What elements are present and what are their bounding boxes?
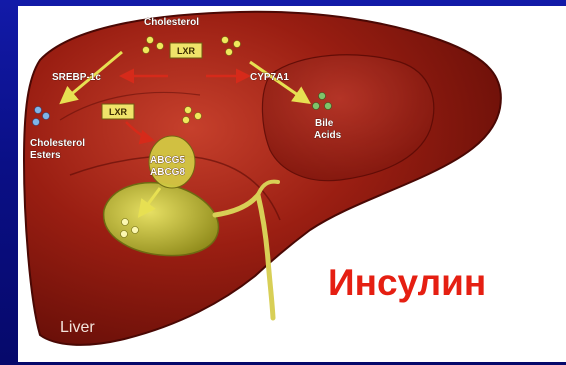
cholesterol-esters-label-line2: Esters	[30, 150, 61, 161]
svg-text:LXR: LXR	[109, 107, 128, 117]
bile-acids-label-line2: Acids	[314, 130, 342, 141]
insulin-overlay-text: Инсулин	[328, 262, 486, 304]
liver-label: Liver	[60, 319, 95, 336]
cholesterol-label: Cholesterol	[144, 17, 199, 28]
bile-acids-label-line1: Bile	[315, 118, 334, 129]
cholesterol-esters-label-line1: Cholesterol	[30, 138, 85, 149]
lxr-box-top: LXR	[170, 43, 202, 58]
cyp7a1-label: CYP7A1	[250, 72, 289, 83]
lxr-box-left: LXR	[102, 104, 134, 119]
svg-text:LXR: LXR	[177, 46, 196, 56]
abcg8-label: ABCG8	[150, 167, 185, 178]
srebp-label: SREBP-1c	[52, 72, 101, 83]
abcg5-label: ABCG5	[150, 155, 185, 166]
